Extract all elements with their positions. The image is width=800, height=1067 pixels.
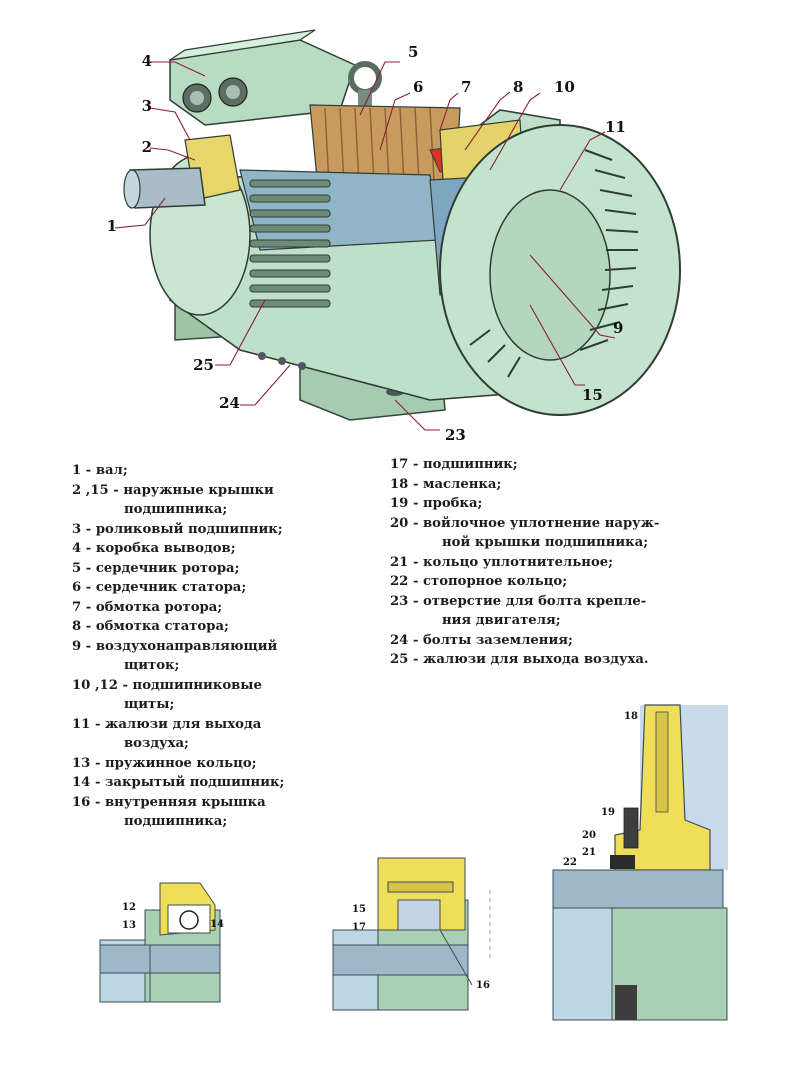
legend-entry-line: 1 - вал;: [72, 463, 128, 478]
legend-entry-line: 3 - роликовый подшипник;: [72, 521, 283, 537]
legend-entry-line: 19 - пробка;: [390, 496, 483, 511]
legend-entry-line: 11 - жалюзи для выхода: [72, 716, 262, 732]
legend-entry-line: подшипника;: [124, 502, 228, 517]
legend-entry-line: щиты;: [124, 697, 175, 712]
legend-entry-line: 2 ,15 - наружные крышки: [72, 482, 274, 498]
callout-3: 3: [142, 97, 152, 115]
callout-leaders: [114, 61, 616, 431]
legend-entry-line: 7 - обмотка ротора;: [72, 599, 223, 615]
detail-callout-14: 14: [210, 919, 224, 930]
detail-callout-19: 19: [601, 807, 615, 818]
legend-entry-line: 9 - воздухонаправляющий: [72, 638, 278, 654]
detail-callout-16: 16: [476, 980, 490, 991]
legend-entry-line: 16 - внутренняя крышка: [72, 794, 266, 810]
legend-entry-line: 22 - стопорное кольцо;: [390, 574, 568, 589]
legend-entry-line: 23 - отверстие для болта крепле-: [390, 593, 647, 609]
callout-9: 9: [613, 319, 623, 337]
legend-entry-line: 25 - жалюзи для выхода воздуха.: [390, 652, 649, 667]
detail-bearing-18-22: 18 19 20 21 22: [552, 704, 728, 1021]
callout-24: 24: [219, 394, 240, 412]
detail-callout-18: 18: [624, 711, 638, 722]
legend-entry-line: 20 - войлочное уплотнение наруж-: [390, 515, 660, 531]
legend-entry-line: воздуха;: [124, 736, 189, 751]
detail-bearing-12-13-14: 12 13 14: [99, 882, 224, 1003]
callout-1: 1: [107, 217, 117, 235]
legend-entry-line: щиток;: [124, 658, 180, 673]
detail-callout-12: 12: [122, 902, 136, 913]
legend-entry-line: 10 ,12 - подшипниковые: [72, 677, 262, 693]
callout-11: 11: [605, 118, 626, 136]
callout-8: 8: [513, 78, 523, 96]
motor-cutaway-illustration: [123, 29, 681, 421]
callout-6: 6: [413, 78, 423, 96]
legend-entry-line: 24 - болты заземления;: [390, 632, 573, 648]
legend-entry-line: ния двигателя;: [442, 613, 561, 628]
legend-entry-line: 14 - закрытый подшипник;: [72, 775, 285, 790]
legend-entry-line: 18 - масленка;: [390, 476, 502, 492]
callout-2: 2: [142, 138, 152, 156]
legend-entry-line: 4 - коробка выводов;: [72, 541, 236, 556]
callout-23: 23: [445, 426, 466, 444]
legend-left: 1 - вал; 2 ,15 - наружные крышки подшипник…: [72, 461, 342, 832]
detail-callout-22: 22: [563, 857, 577, 868]
callout-10: 10: [554, 78, 575, 96]
detail-callout-17: 17: [352, 922, 366, 933]
callout-7: 7: [461, 78, 471, 96]
legend-entry-line: 8 - обмотка статора;: [72, 619, 229, 634]
detail-callout-13: 13: [122, 920, 136, 931]
detail-bearing-15-16-17: 15 17 16: [332, 857, 491, 1011]
legend-entry-line: 21 - кольцо уплотнительное;: [390, 554, 614, 570]
callout-4: 4: [142, 52, 152, 70]
legend-entry-line: 6 - сердечник статора;: [72, 580, 247, 595]
main-callout-labels: 4 3 2 1 5 6 7 8 10 11 9 15 23 24 25: [107, 43, 626, 444]
detail-callout-15: 15: [352, 904, 366, 915]
callout-5: 5: [408, 43, 418, 61]
legend-entry-line: ной крышки подшипника;: [442, 535, 649, 550]
callout-25: 25: [193, 356, 214, 374]
legend-entry-line: 5 - сердечник ротора;: [72, 560, 240, 576]
detail-callout-21: 21: [582, 847, 596, 858]
legend-entry-line: 13 - пружинное кольцо;: [72, 755, 257, 771]
legend-entry-line: 17 - подшипник;: [390, 457, 518, 472]
detail-callout-20: 20: [582, 830, 596, 841]
legend-right: 17 - подшипник; 18 - масленка; 19 - пробка…: [390, 455, 690, 670]
legend-entry-line: подшипника;: [124, 814, 228, 829]
callout-15: 15: [582, 386, 603, 404]
